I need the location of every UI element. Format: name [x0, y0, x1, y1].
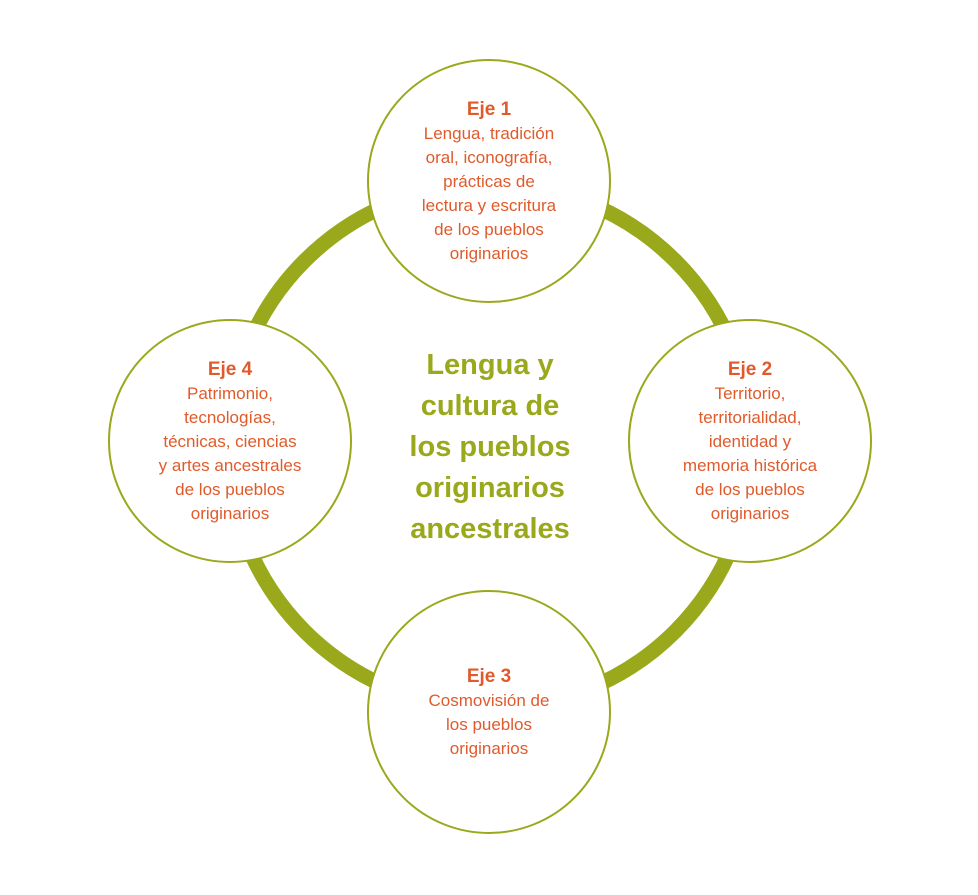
axis-node-2: Eje 2 Territorio, territorialidad, ident… — [628, 319, 872, 563]
axis-title: Eje 1 — [466, 98, 512, 120]
center-title: Lengua y cultura de los pueblos originar… — [409, 349, 571, 545]
axis-description: Patrimonio, tecnologías, técnicas, cienc… — [158, 383, 302, 523]
axis-node-1: Eje 1 Lengua, tradición oral, iconografí… — [367, 59, 611, 303]
axis-title: Eje 3 — [466, 665, 512, 687]
axis-description: Cosmovisión de los pueblos originarios — [428, 690, 550, 758]
axis-node-4: Eje 4 Patrimonio, tecnologías, técnicas,… — [108, 319, 352, 563]
axis-description: Lengua, tradición oral, iconografía, prá… — [421, 123, 557, 263]
axis-description: Territorio, territorialidad, identidad y… — [682, 383, 818, 523]
axis-title: Eje 4 — [207, 358, 253, 380]
axis-title: Eje 2 — [727, 358, 773, 380]
axis-node-3: Eje 3 Cosmovisión de los pueblos origina… — [367, 590, 611, 834]
